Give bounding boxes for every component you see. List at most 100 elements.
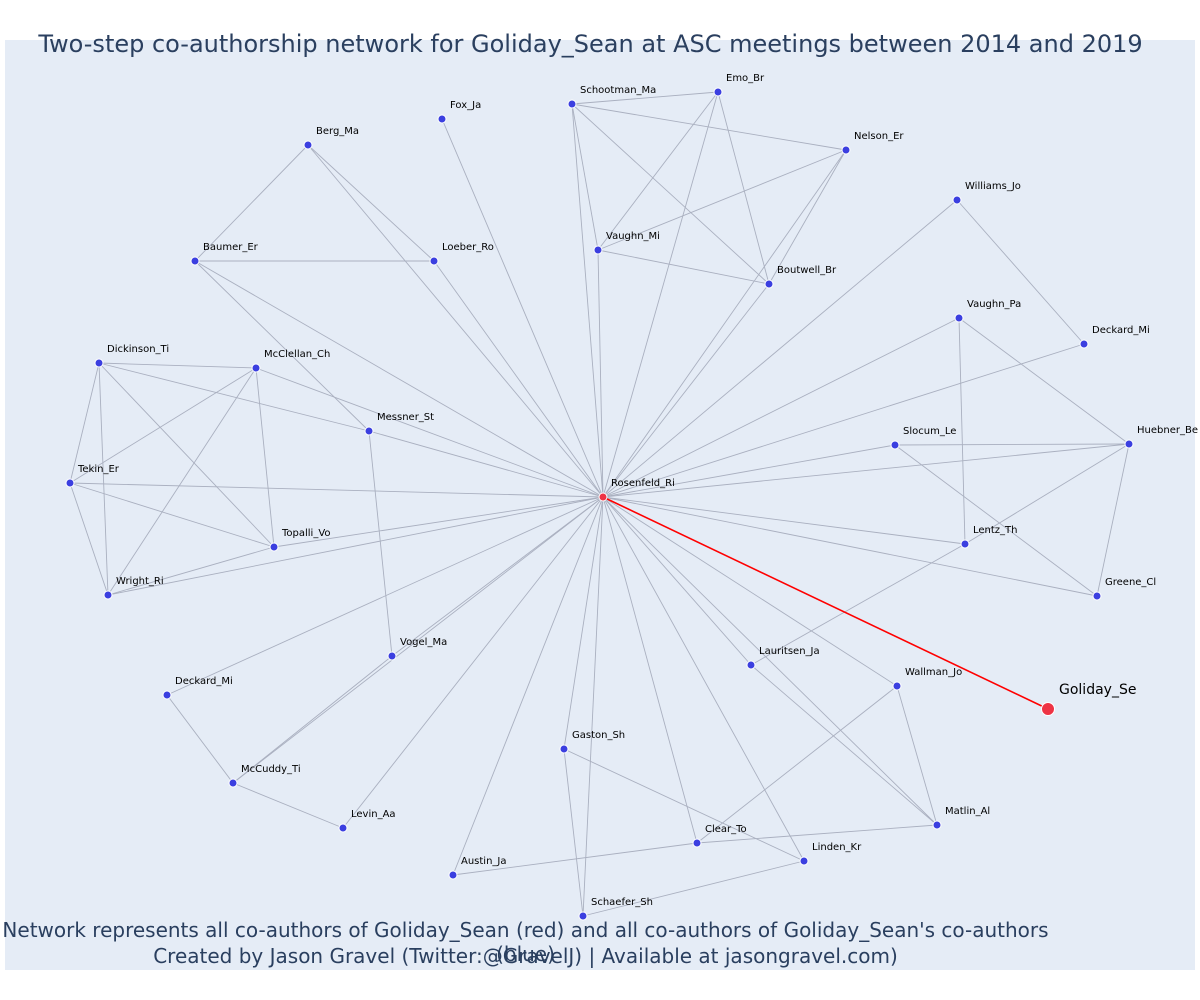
node-marker[interactable] [364, 426, 374, 436]
node-marker[interactable] [932, 820, 942, 830]
node-lauritsen-ja[interactable]: Lauritsen_Ja [746, 646, 820, 670]
node-marker[interactable] [559, 744, 569, 754]
node-goliday-se[interactable]: Goliday_Se [1041, 682, 1137, 716]
node-tekin-er[interactable]: Tekin_Er [65, 464, 120, 488]
node-schaefer-sh[interactable]: Schaefer_Sh [578, 897, 653, 921]
node-rosenfeld-ri[interactable]: Rosenfeld_Ri [598, 478, 675, 502]
node-marker[interactable] [387, 651, 397, 661]
network-edge [602, 496, 805, 862]
node-austin-ja[interactable]: Austin_Ja [448, 856, 507, 880]
node-slocum-le[interactable]: Slocum_Le [890, 426, 956, 450]
node-marker[interactable] [1124, 439, 1134, 449]
node-marker[interactable] [764, 279, 774, 289]
network-edge [602, 443, 1130, 498]
node-matlin-al[interactable]: Matlin_Al [932, 806, 990, 830]
network-edge [768, 149, 847, 285]
node-gaston-sh[interactable]: Gaston_Sh [559, 730, 625, 754]
network-edge [896, 685, 938, 826]
node-baumer-er[interactable]: Baumer_Er [190, 242, 259, 266]
node-marker[interactable] [429, 256, 439, 266]
node-marker[interactable] [437, 114, 447, 124]
node-marker[interactable] [598, 492, 608, 502]
node-berg-ma[interactable]: Berg_Ma [303, 126, 359, 150]
node-loeber-ro[interactable]: Loeber_Ro [429, 242, 494, 266]
network-edge [166, 694, 234, 784]
network-edge [602, 496, 752, 666]
node-marker[interactable] [841, 145, 851, 155]
node-deckard-mi-l[interactable]: Deckard_Mi [162, 676, 233, 700]
node-linden-kr[interactable]: Linden_Kr [799, 842, 862, 866]
node-marker[interactable] [892, 681, 902, 691]
node-marker[interactable] [103, 590, 113, 600]
node-mcclellan-ch[interactable]: McClellan_Ch [251, 349, 330, 373]
network-edge [582, 860, 805, 917]
node-marker[interactable] [1092, 591, 1102, 601]
network-edge [597, 249, 770, 285]
node-marker[interactable] [1079, 339, 1089, 349]
node-vaughn-mi[interactable]: Vaughn_Mi [593, 231, 660, 255]
node-messner-st[interactable]: Messner_St [364, 412, 434, 436]
node-label: Wright_Ri [116, 576, 164, 587]
node-marker[interactable] [65, 478, 75, 488]
node-deckard-mi-r[interactable]: Deckard_Mi [1079, 325, 1150, 349]
node-marker[interactable] [269, 542, 279, 552]
node-marker[interactable] [954, 313, 964, 323]
network-edge [602, 283, 770, 498]
node-marker[interactable] [94, 358, 104, 368]
node-fox-ja[interactable]: Fox_Ja [437, 100, 481, 124]
network-edge [194, 260, 604, 498]
node-schootman-ma[interactable]: Schootman_Ma [567, 85, 656, 109]
node-marker[interactable] [952, 195, 962, 205]
node-label: Huebner_Be [1137, 425, 1198, 436]
network-edge [894, 444, 1098, 597]
node-marker[interactable] [228, 778, 238, 788]
network-edge [964, 443, 1130, 545]
node-mccuddy-ti[interactable]: McCuddy_Ti [228, 764, 301, 788]
node-clear-to[interactable]: Clear_To [692, 824, 747, 848]
node-lentz-th[interactable]: Lentz_Th [960, 525, 1018, 549]
node-marker[interactable] [162, 690, 172, 700]
node-marker[interactable] [303, 140, 313, 150]
network-edge [563, 496, 604, 750]
node-label: Topalli_Vo [281, 528, 331, 539]
node-boutwell-br[interactable]: Boutwell_Br [764, 265, 837, 289]
node-topalli-vo[interactable]: Topalli_Vo [269, 528, 331, 552]
node-label: Lentz_Th [973, 525, 1018, 536]
network-edge [98, 362, 109, 596]
node-marker[interactable] [746, 660, 756, 670]
network-edge [452, 496, 604, 876]
node-marker[interactable] [593, 245, 603, 255]
network-edge [602, 496, 898, 687]
node-levin-aa[interactable]: Levin_Aa [338, 809, 396, 833]
node-label: Wallman_Jo [905, 667, 962, 678]
node-marker[interactable] [578, 911, 588, 921]
node-marker[interactable] [190, 256, 200, 266]
node-nelson-er[interactable]: Nelson_Er [841, 131, 904, 155]
node-greene-cl[interactable]: Greene_Cl [1092, 577, 1156, 601]
node-marker[interactable] [251, 363, 261, 373]
node-marker[interactable] [567, 99, 577, 109]
network-edge [750, 543, 966, 666]
node-marker[interactable] [799, 856, 809, 866]
node-vogel-ma[interactable]: Vogel_Ma [387, 637, 447, 661]
network-edge [69, 367, 257, 484]
node-marker[interactable] [692, 838, 702, 848]
node-emo-br[interactable]: Emo_Br [713, 73, 765, 97]
node-dickinson-ti[interactable]: Dickinson_Ti [94, 344, 169, 368]
node-williams-jo[interactable]: Williams_Jo [952, 181, 1021, 205]
node-marker[interactable] [960, 539, 970, 549]
node-marker[interactable] [338, 823, 348, 833]
node-marker[interactable] [448, 870, 458, 880]
node-marker[interactable] [713, 87, 723, 97]
node-marker[interactable] [1041, 702, 1055, 716]
node-wright-ri[interactable]: Wright_Ri [103, 576, 164, 600]
node-wallman-jo[interactable]: Wallman_Jo [892, 667, 962, 691]
node-huebner-be[interactable]: Huebner_Be [1124, 425, 1198, 449]
network-edge [582, 496, 604, 917]
node-label: McCuddy_Ti [241, 764, 301, 775]
network-edge [602, 444, 896, 498]
network-edge [368, 430, 604, 498]
node-vaughn-pa[interactable]: Vaughn_Pa [954, 299, 1021, 323]
node-marker[interactable] [890, 440, 900, 450]
